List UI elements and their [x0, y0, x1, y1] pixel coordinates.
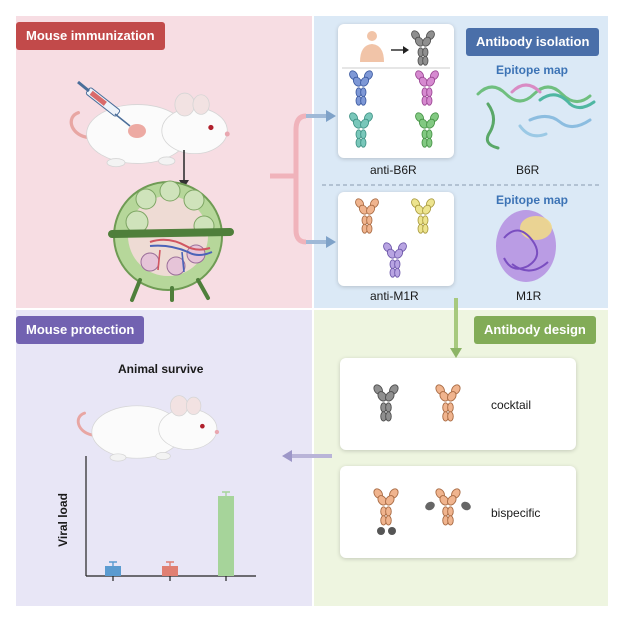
protected-mouse-illustration — [78, 396, 219, 461]
anti-m1r-label: anti-M1R — [370, 289, 419, 303]
bispecific-card — [340, 466, 576, 558]
m1r-protein-structure — [496, 210, 556, 282]
immunized-mouse-illustration — [71, 93, 229, 167]
animal-survive-label: Animal survive — [118, 362, 204, 376]
b6r-label: B6R — [516, 163, 540, 177]
b6r-protein-structure — [476, 83, 596, 150]
mouse-protection-title: Mouse protection — [16, 316, 145, 344]
syringe-icon — [77, 80, 131, 127]
bispecific-antibody-1 — [372, 488, 400, 535]
lymph-node-illustration — [108, 180, 234, 302]
bar-1 — [105, 566, 121, 576]
cocktail-card — [340, 358, 576, 450]
chart-y-axis-label: Viral load — [55, 493, 70, 547]
human-donor-icon — [360, 31, 384, 62]
bar-2 — [162, 566, 178, 576]
anti-b6r-label: anti-B6R — [370, 163, 417, 177]
bispecific-antibody-2 — [425, 488, 471, 526]
mouse-immunization-title: Mouse immunization — [16, 22, 165, 50]
epitope-map-label-b6r: Epitope map — [496, 63, 569, 77]
bispecific-label: bispecific — [491, 506, 541, 520]
error-bar-2 — [166, 561, 174, 566]
bar-3 — [218, 496, 234, 576]
m1r-label: M1R — [516, 289, 542, 303]
error-bar-3 — [222, 491, 230, 496]
antibody-design-title: Antibody design — [474, 316, 596, 344]
antibody-isolation-title: Antibody isolation — [466, 28, 600, 56]
cocktail-label: cocktail — [491, 398, 532, 412]
epitope-map-label-m1r: Epitope map — [496, 193, 569, 207]
error-bar-1 — [109, 561, 117, 566]
